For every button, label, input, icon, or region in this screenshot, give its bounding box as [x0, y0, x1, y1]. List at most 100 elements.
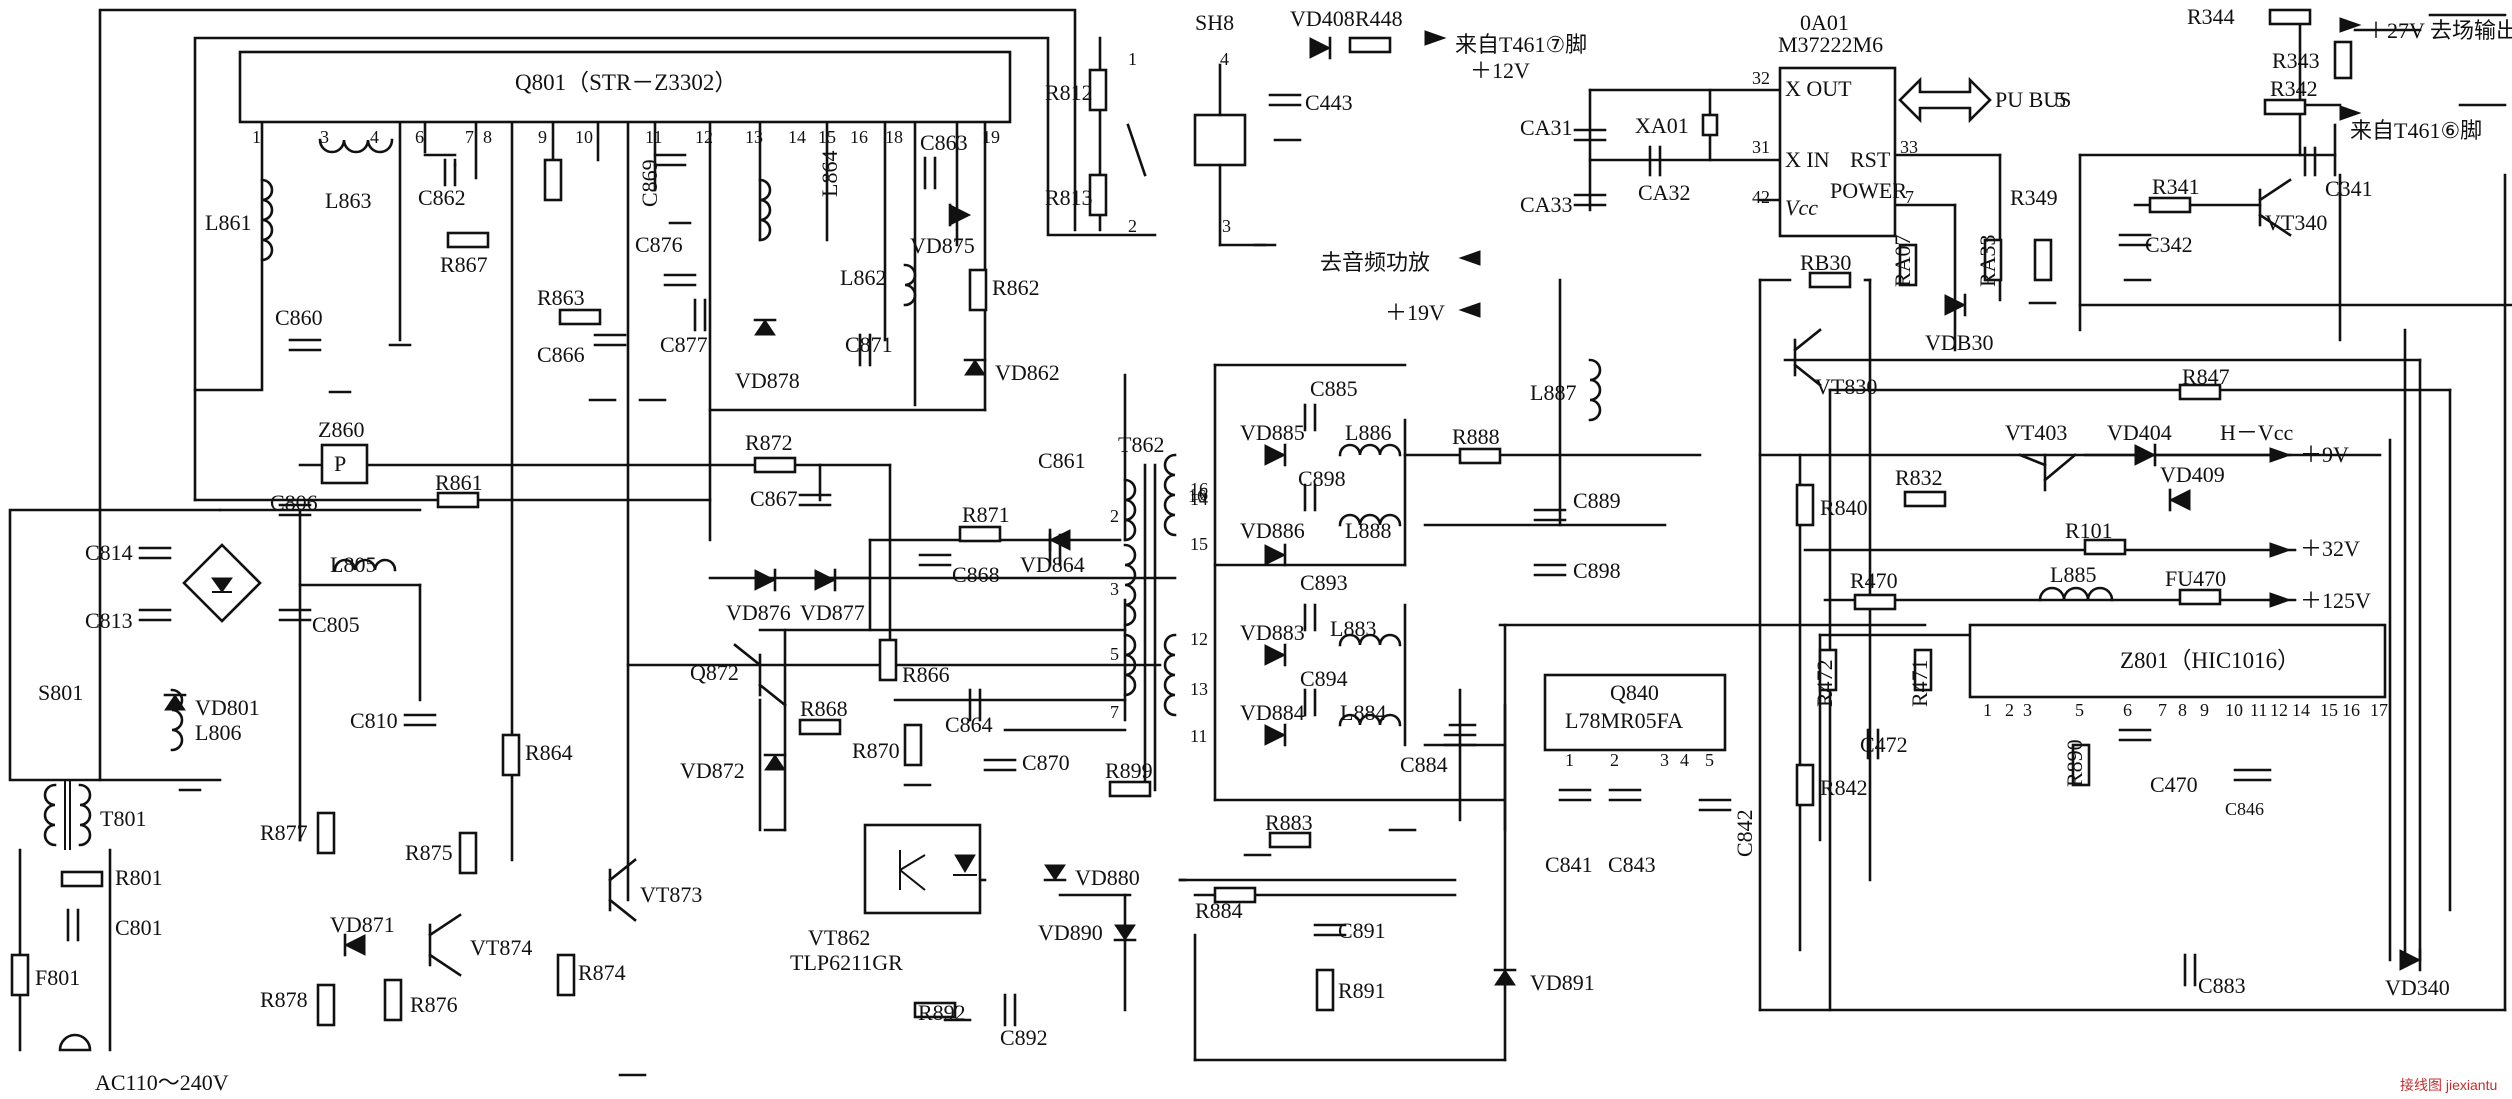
svg-text:R471: R471	[1907, 659, 1932, 707]
svg-text:L806: L806	[195, 720, 241, 745]
svg-text:Vcc: Vcc	[1785, 195, 1818, 220]
svg-text:5: 5	[1705, 750, 1714, 770]
svg-text:VD884: VD884	[1240, 700, 1305, 725]
svg-text:R862: R862	[992, 275, 1040, 300]
svg-text:CA32: CA32	[1638, 180, 1691, 205]
svg-text:L887: L887	[1530, 380, 1576, 405]
svg-text:R866: R866	[902, 662, 950, 687]
svg-text:接线图 jiexiantu: 接线图 jiexiantu	[2400, 1077, 2497, 1093]
svg-text:L78MR05FA: L78MR05FA	[1565, 708, 1683, 733]
svg-text:C863: C863	[920, 130, 968, 155]
svg-text:3: 3	[1110, 579, 1119, 599]
svg-text:VD877: VD877	[800, 600, 865, 625]
svg-text:来自T461⑥脚: 来自T461⑥脚	[2350, 118, 2482, 143]
t801-transformer	[18, 780, 112, 1052]
vt403-symbol	[2018, 453, 2077, 492]
svg-text:C806: C806	[270, 490, 318, 515]
svg-text:R840: R840	[1820, 495, 1868, 520]
svg-text:5: 5	[2075, 700, 2084, 720]
vt830-symbol	[1793, 328, 1822, 387]
svg-text:C892: C892	[1000, 1025, 1048, 1050]
svg-text:2: 2	[1110, 506, 1119, 526]
svg-text:C841: C841	[1545, 852, 1593, 877]
r884-body	[1213, 886, 1257, 904]
svg-text:＋125V: ＋125V	[2300, 588, 2371, 613]
svg-text:R871: R871	[962, 502, 1010, 527]
r872-body	[753, 456, 797, 474]
svg-text:R884: R884	[1195, 898, 1243, 923]
svg-text:R470: R470	[1850, 568, 1898, 593]
svg-text:C866: C866	[537, 342, 585, 367]
svg-text:2: 2	[1128, 216, 1137, 236]
svg-text:＋32V: ＋32V	[2300, 536, 2360, 561]
r867-bridge	[543, 158, 563, 202]
svg-text:C894: C894	[1300, 666, 1348, 691]
svg-text:13: 13	[1190, 679, 1208, 699]
svg-text:C885: C885	[1310, 376, 1358, 401]
svg-text:R876: R876	[410, 992, 458, 1017]
r878-body	[316, 983, 336, 1027]
oa01-ic: 0A01 M37222M6 X OUT X IN RST Vcc POWER 3…	[1752, 10, 1918, 238]
svg-text:3: 3	[1660, 750, 1669, 770]
svg-text:Q872: Q872	[690, 660, 739, 685]
svg-text:FU470: FU470	[2165, 566, 2226, 591]
svg-text:L884: L884	[1340, 700, 1386, 725]
svg-text:33: 33	[1900, 137, 1918, 157]
q872-symbol	[733, 643, 787, 707]
svg-text:C883: C883	[2198, 973, 2246, 998]
svg-text:P: P	[334, 451, 346, 476]
svg-text:VD871: VD871	[330, 912, 395, 937]
svg-text:POWER: POWER	[1830, 178, 1907, 203]
svg-text:R874: R874	[578, 960, 626, 985]
svg-text:CA33: CA33	[1520, 192, 1573, 217]
svg-text:XA01: XA01	[1635, 113, 1689, 138]
svg-text:10: 10	[2225, 700, 2243, 720]
svg-text:H－Vcc: H－Vcc	[2220, 420, 2294, 445]
r801-body	[60, 870, 104, 888]
svg-text:C842: C842	[1732, 809, 1757, 857]
svg-text:R847: R847	[2182, 364, 2230, 389]
ra07-body	[1898, 243, 1918, 287]
r341-body	[2148, 196, 2192, 214]
r876-body	[383, 978, 403, 1022]
svg-text:R899: R899	[1105, 758, 1153, 783]
svg-text:S801: S801	[38, 680, 83, 705]
svg-text:C867: C867	[750, 486, 798, 511]
svg-text:VD885: VD885	[1240, 420, 1305, 445]
r343-body	[2333, 40, 2353, 80]
svg-text:0A01: 0A01	[1800, 10, 1849, 35]
resistors	[60, 8, 2353, 1027]
svg-text:4: 4	[370, 127, 379, 147]
svg-text:1: 1	[252, 127, 261, 147]
svg-text:R344: R344	[2187, 4, 2235, 29]
svg-text:＋9V: ＋9V	[2300, 442, 2349, 467]
svg-text:Z801（HIC1016）: Z801（HIC1016）	[2120, 648, 2300, 673]
r899-body	[1108, 780, 1152, 798]
svg-text:C805: C805	[312, 612, 360, 637]
svg-text:VD890: VD890	[1038, 920, 1103, 945]
svg-text:14: 14	[2292, 700, 2310, 720]
r470-body	[1853, 593, 1897, 611]
svg-text:C870: C870	[1022, 750, 1070, 775]
component-labels: VD408 R448 来自T461⑦脚 ＋12V C443 R812 R813 …	[35, 4, 2512, 1095]
svg-text:C801: C801	[115, 915, 163, 940]
fuse-f801	[10, 953, 30, 997]
svg-text:VD883: VD883	[1240, 620, 1305, 645]
svg-text:C868: C868	[952, 562, 1000, 587]
svg-text:VD886: VD886	[1240, 518, 1305, 543]
svg-text:C846: C846	[2225, 799, 2264, 819]
svg-text:C443: C443	[1305, 90, 1353, 115]
svg-text:R891: R891	[1338, 978, 1386, 1003]
svg-text:12: 12	[1190, 629, 1208, 649]
r863-body	[558, 308, 602, 326]
svg-text:1: 1	[1128, 49, 1137, 69]
svg-text:11: 11	[2250, 700, 2267, 720]
r866-body	[878, 638, 898, 682]
svg-text:VT873: VT873	[640, 882, 702, 907]
svg-text:R448: R448	[1355, 6, 1403, 31]
svg-text:31: 31	[1752, 137, 1770, 157]
svg-text:3: 3	[2023, 700, 2032, 720]
svg-text:C813: C813	[85, 608, 133, 633]
svg-text:C341: C341	[2325, 176, 2373, 201]
